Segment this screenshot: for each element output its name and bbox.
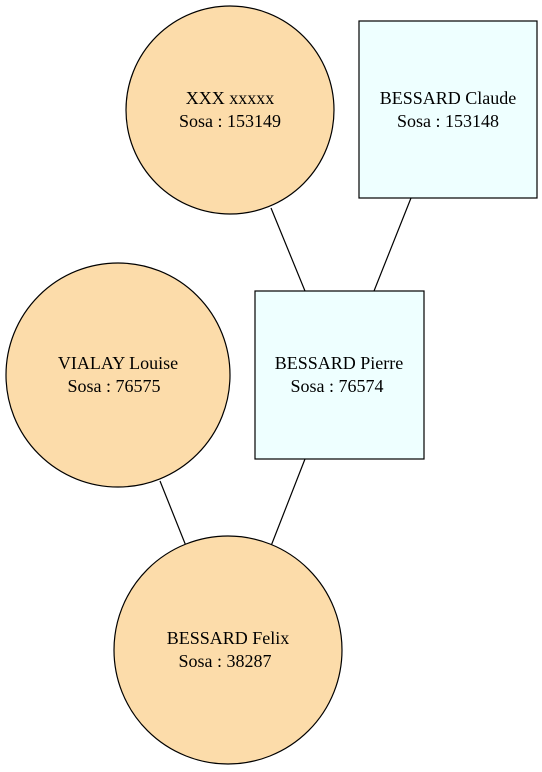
female-circle	[5, 262, 231, 488]
male-box	[254, 290, 425, 460]
male-box	[358, 20, 538, 199]
person-name: XXX xxxxx	[186, 88, 275, 108]
edge-pierre-felix	[270, 458, 306, 547]
person-sosa: Sosa : 76575	[67, 376, 160, 396]
person-name: VIALAY Louise	[58, 353, 178, 373]
person-sosa: Sosa : 153149	[179, 111, 281, 131]
person-name: BESSARD Pierre	[275, 353, 404, 373]
person-node-xxx[interactable]: XXX xxxxx Sosa : 153149	[125, 5, 335, 215]
person-name: BESSARD Claude	[380, 88, 517, 108]
person-name: BESSARD Felix	[167, 628, 290, 648]
edges	[159, 197, 412, 547]
person-sosa: Sosa : 38287	[178, 651, 271, 671]
female-circle	[113, 535, 343, 765]
edge-claude-pierre	[373, 197, 412, 292]
person-sosa: Sosa : 153148	[397, 111, 499, 131]
edge-louise-felix	[159, 480, 187, 547]
person-node-pierre[interactable]: BESSARD Pierre Sosa : 76574	[254, 290, 425, 460]
person-sosa: Sosa : 76574	[290, 376, 383, 396]
person-node-felix[interactable]: BESSARD Felix Sosa : 38287	[113, 535, 343, 765]
person-node-louise[interactable]: VIALAY Louise Sosa : 76575	[5, 262, 231, 488]
female-circle	[125, 5, 335, 215]
edge-xxx-pierre	[270, 207, 306, 292]
person-node-claude[interactable]: BESSARD Claude Sosa : 153148	[358, 20, 538, 199]
